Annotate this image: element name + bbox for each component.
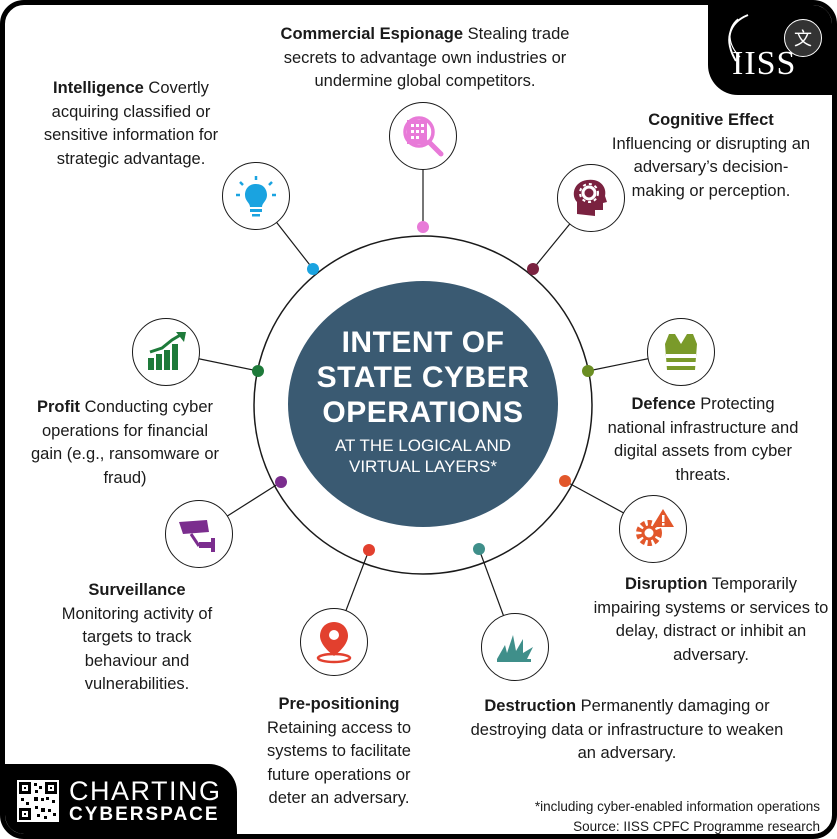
ring-dot-destruction [473, 543, 485, 555]
hub-title-line-2: STATE CYBER [316, 361, 530, 394]
central-hub: INTENT OF STATE CYBER OPERATIONS AT THE … [288, 281, 558, 527]
iiss-logo: IISS 文 [708, 5, 832, 95]
qr-code-icon[interactable] [17, 780, 59, 822]
growth-chart-icon [148, 332, 186, 370]
surveillance-title: Surveillance [88, 581, 186, 599]
label-espionage: Commercial Espionage Stealing trade secr… [260, 23, 590, 94]
ring-dot-defence [582, 365, 594, 377]
hub-subtitle-line-2: VIRTUAL LAYERS* [348, 457, 498, 476]
surveillance-icon-badge [165, 500, 233, 568]
defence-desc: Protecting national infrastructure and d… [607, 395, 799, 484]
label-prepositioning: Pre-positioning Retaining access to syst… [253, 693, 425, 811]
label-defence: Defence Protecting national infrastructu… [603, 393, 803, 487]
defence-icon-badge [647, 318, 715, 386]
outer-ring [253, 235, 593, 575]
source-note: Source: IISS CPFC Programme research [573, 819, 820, 834]
profit-desc: Conducting cyber operations for financia… [30, 398, 219, 487]
charting-cyberspace-brand: CHARTING CYBERSPACE [5, 764, 237, 834]
label-destruction: Destruction Permanently damaging or dest… [467, 695, 787, 766]
surveillance-desc: Monitoring activity of targets to track … [61, 604, 213, 694]
ring-dot-profit [252, 365, 264, 377]
intelligence-desc: Covertly acquiring classified or sensiti… [43, 79, 219, 168]
ring-dot-cognitive [527, 263, 539, 275]
head-gear-icon [573, 179, 607, 216]
intelligence-title: Intelligence [53, 79, 144, 97]
label-cognitive: Cognitive Effect Influencing or disrupti… [611, 109, 811, 203]
magnifier-building-icon [403, 116, 444, 157]
label-intelligence: Intelligence Covertly acquiring classifi… [29, 77, 233, 171]
destruction-desc: Permanently damaging or destroying data … [470, 697, 784, 762]
cognitive-title: Cognitive Effect [648, 111, 774, 129]
intelligence-icon-badge [222, 162, 290, 230]
profit-icon-badge [132, 318, 200, 386]
ring-dot-surveillance [275, 476, 287, 488]
disruption-title: Disruption [624, 575, 708, 593]
logo-text: IISS [732, 45, 797, 82]
destruction-title: Destruction [484, 697, 577, 715]
lightbulb-icon [236, 176, 276, 217]
prepositioning-desc: Retaining access to systems to facilitat… [267, 718, 411, 808]
hub-subtitle: AT THE LOGICAL AND VIRTUAL LAYERS* [288, 435, 558, 477]
espionage-desc: Stealing trade secrets to advantage own … [283, 25, 570, 90]
safety-vest-icon [665, 334, 697, 370]
disruption-icon-badge [619, 495, 687, 563]
hub-title: INTENT OF STATE CYBER OPERATIONS [288, 325, 558, 430]
brand-line-2: CYBERSPACE [69, 804, 220, 825]
translate-icon: 文 [794, 29, 812, 49]
footnote: *including cyber-enabled information ope… [534, 799, 820, 814]
espionage-icon-badge [389, 102, 457, 170]
location-pin-icon [316, 622, 352, 664]
prepositioning-icon-badge [300, 608, 368, 676]
security-camera-icon [179, 520, 215, 552]
ring-dot-prepositioning [363, 544, 375, 556]
translate-button[interactable]: 文 [784, 19, 822, 57]
hub-title-line-1: INTENT OF [341, 326, 505, 359]
ring-dot-espionage [417, 221, 429, 233]
defence-title: Defence [631, 395, 696, 413]
prepositioning-title: Pre-positioning [278, 695, 400, 713]
ring-dot-intelligence [307, 263, 319, 275]
label-surveillance: Surveillance Monitoring activity of targ… [45, 579, 229, 697]
espionage-title: Commercial Espionage [280, 25, 464, 43]
label-disruption: Disruption Temporarily impairing systems… [593, 573, 829, 667]
destruction-icon-badge [481, 613, 549, 681]
logo-swoosh-icon [728, 14, 749, 62]
brand-line-1: CHARTING [69, 776, 222, 806]
profit-title: Profit [36, 398, 81, 416]
explosion-icon [497, 635, 533, 662]
hub-subtitle-line-1: AT THE LOGICAL AND [334, 436, 512, 455]
cognitive-desc: Influencing or disrupting an adversary’s… [611, 134, 811, 200]
label-profit: Profit Conducting cyber operations for f… [27, 396, 223, 490]
ring-dot-disruption [559, 475, 571, 487]
hub-title-line-3: OPERATIONS [322, 396, 524, 429]
disruption-desc: Temporarily impairing systems or service… [593, 575, 829, 664]
gear-warning-icon [636, 509, 674, 546]
cognitive-icon-badge [557, 164, 625, 232]
